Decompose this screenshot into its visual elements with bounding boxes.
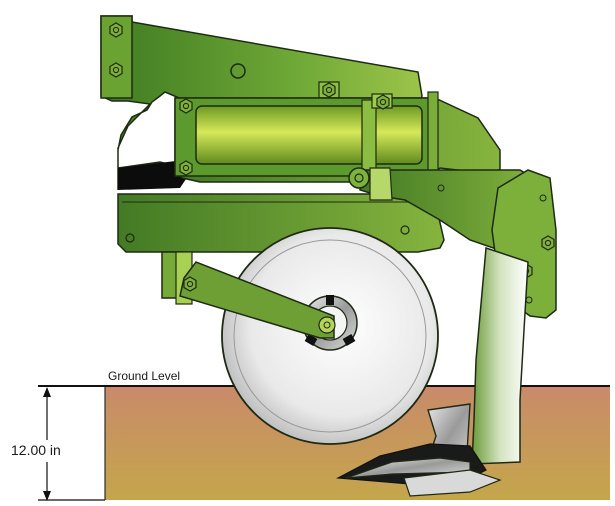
depth-dimension <box>38 387 105 501</box>
mounting-frame <box>100 15 423 190</box>
disc-arm <box>161 251 336 339</box>
ripper-point <box>335 403 502 497</box>
depth-arrow-icon <box>43 387 51 397</box>
cylinder-housing <box>174 91 501 183</box>
depth-label: 12.00 in <box>11 442 61 458</box>
ripper-shank <box>471 246 529 465</box>
ground-level-label: Ground Level <box>108 369 180 383</box>
